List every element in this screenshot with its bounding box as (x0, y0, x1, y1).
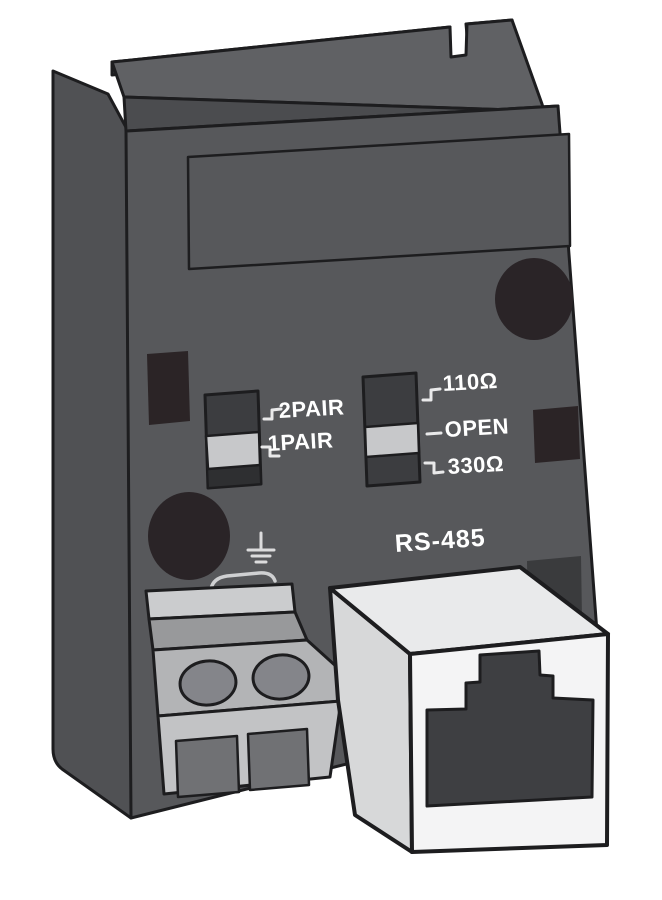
termination-bottom-label: 330Ω (447, 450, 505, 479)
rj45-opening (425, 649, 595, 808)
side-panel (51, 69, 133, 820)
earth-ground-icon (246, 531, 276, 564)
terminal-wire-slot-left (174, 734, 241, 799)
termination-mid-label: OPEN (444, 413, 510, 442)
term-up-indicator-icon (421, 387, 442, 402)
terminal-screw-right (251, 653, 311, 701)
pair-top-label: 2PAIR (278, 394, 345, 423)
clip-slot-right (533, 406, 580, 463)
pair-down-indicator-icon (260, 445, 281, 458)
recessed-panel (186, 132, 572, 271)
clip-slot-left (147, 351, 190, 425)
hole-bottom-left (148, 492, 230, 580)
pair-bottom-label: 1PAIR (267, 427, 334, 456)
term-down-indicator-icon (423, 461, 445, 475)
pair-select-switch (203, 389, 263, 490)
termination-top-label: 110Ω (442, 367, 499, 396)
screw-terminal-block (144, 582, 343, 799)
terminal-screw-left (178, 659, 238, 707)
hole-top-right (495, 258, 573, 340)
pair-switch-knob (204, 430, 262, 471)
terminal-wire-slot-right (246, 727, 311, 792)
term-mid-indicator-icon (425, 431, 443, 436)
pair-up-indicator-icon (262, 407, 283, 421)
termination-switch (361, 371, 422, 488)
rj45-jack (328, 565, 610, 854)
termination-switch-knob (363, 421, 421, 459)
terminal-bracket-line (209, 571, 277, 591)
